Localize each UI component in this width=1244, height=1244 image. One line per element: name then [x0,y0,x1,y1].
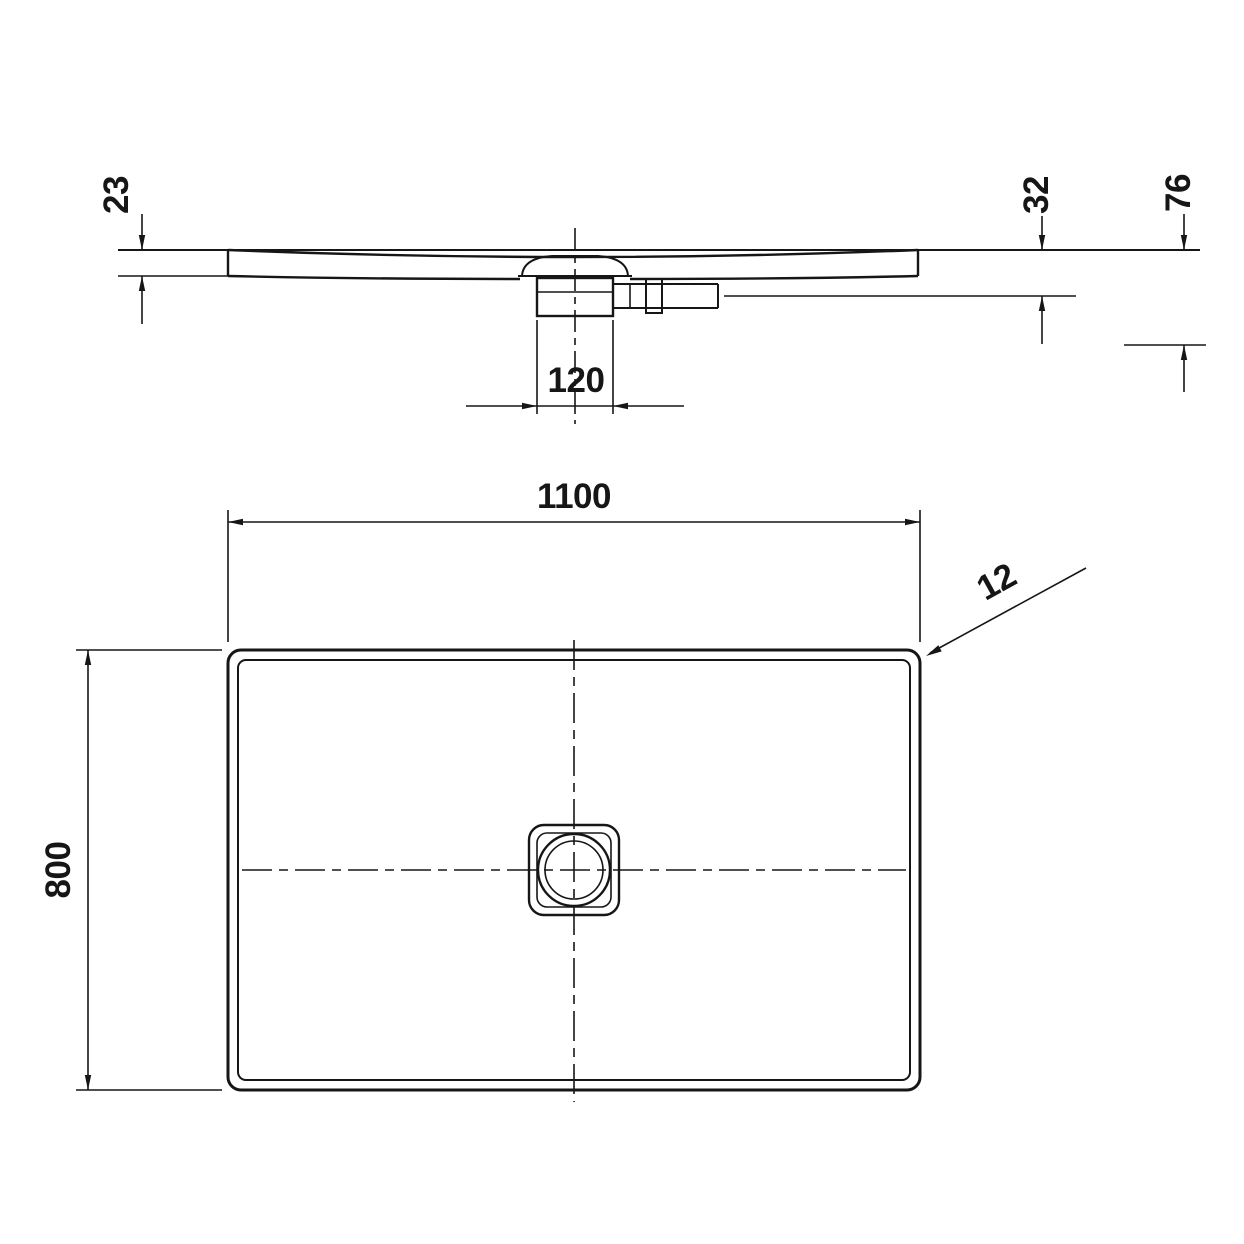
tray-underside-right [629,274,919,281]
dimension-label-76: 76 [1159,174,1198,212]
dimension-drain-width: 120 [466,320,684,414]
arrowhead-up [1038,296,1046,311]
dimension-label-32: 32 [1017,176,1056,214]
dimension-label-1100: 1100 [537,477,611,516]
plan-view-drain [527,823,621,917]
dimension-rim-thickness: 23 [97,176,228,324]
leader-line [929,567,1087,654]
arrowhead-down [1180,235,1188,250]
arrowhead-down [1038,235,1046,250]
side-view-tray-profile [118,248,1200,281]
side-view: 23 32 76 120 [97,174,1206,424]
side-view-drain-trap [518,255,719,318]
arrowhead-right [905,518,920,526]
dimension-outlet-height: 32 [724,176,1076,344]
plan-view-centerlines [242,640,906,1102]
dimension-label-12: 12 [970,556,1022,609]
dimension-label-23: 23 [97,176,136,214]
tray-underside-left [227,274,521,281]
drain-circle-outer [536,832,612,908]
dimension-label-120: 120 [548,361,605,400]
arrowhead-up [1180,345,1188,360]
arrowhead-down [84,1075,92,1090]
dimension-label-800: 800 [39,842,78,899]
outlet-pipe-collar [645,278,663,314]
dimension-length: 1100 [227,477,921,642]
arrowhead-left [228,518,243,526]
arrowhead-up [138,276,146,291]
plan-view: 1100 800 12 [39,477,1087,1102]
dimension-total-height: 76 [1124,174,1206,392]
leader-arrowhead [926,645,942,656]
drain-frame-outer [527,823,621,917]
arrowhead-left [613,402,628,410]
arrowhead-down [138,235,146,250]
drain-circle-inner [544,840,604,900]
dimension-width: 800 [39,649,222,1091]
dimension-corner-radius: 12 [926,556,1087,656]
arrowhead-right [522,402,537,410]
arrowhead-up [84,650,92,665]
